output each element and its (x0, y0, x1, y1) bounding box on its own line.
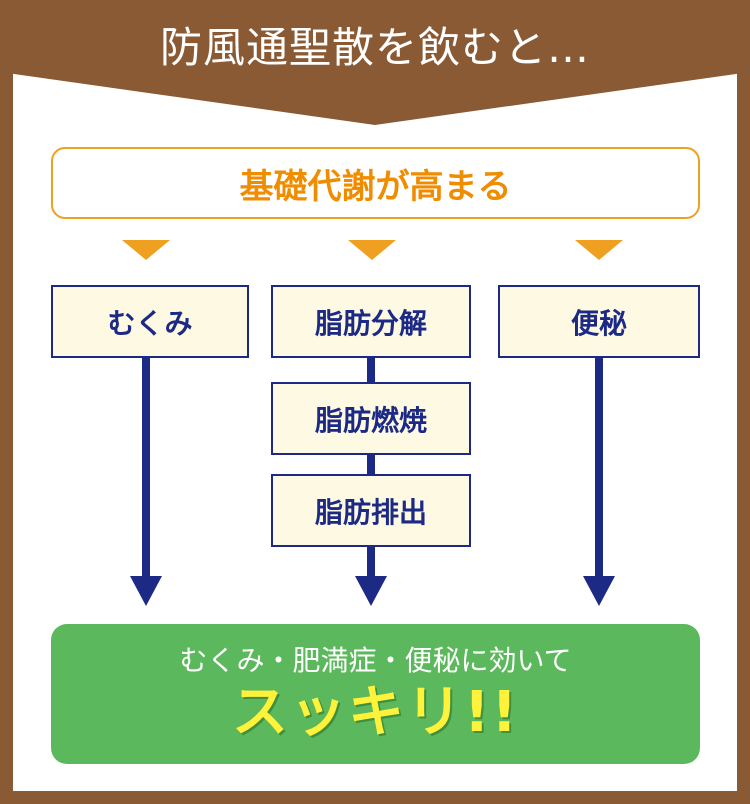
result-subtitle: むくみ・肥満症・便秘に効いて (179, 644, 572, 677)
header-title: 防風通聖散を飲むと… (159, 23, 590, 72)
orange-triangle-center-icon (348, 240, 396, 260)
arrow-down-left-icon (130, 576, 162, 606)
orange-triangle-left-icon (122, 240, 170, 260)
arrow-line-right (595, 358, 603, 580)
top-box-metabolism: 基礎代謝が高まる (51, 147, 700, 219)
result-headline: スッキリ!! (231, 680, 520, 745)
box-fat-breakdown: 脂肪分解 (271, 285, 471, 358)
arrow-down-center-icon (355, 576, 387, 606)
arrow-line-left (142, 358, 150, 580)
box-fat-excretion: 脂肪排出 (271, 474, 471, 547)
box-mukumi: むくみ (51, 285, 249, 358)
arrow-line-center (367, 358, 375, 580)
arrow-down-right-icon (583, 576, 615, 606)
box-fat-burning: 脂肪燃焼 (271, 382, 471, 455)
orange-triangle-right-icon (575, 240, 623, 260)
result-box: むくみ・肥満症・便秘に効いて スッキリ!! (51, 624, 700, 764)
box-constipation: 便秘 (498, 285, 700, 358)
